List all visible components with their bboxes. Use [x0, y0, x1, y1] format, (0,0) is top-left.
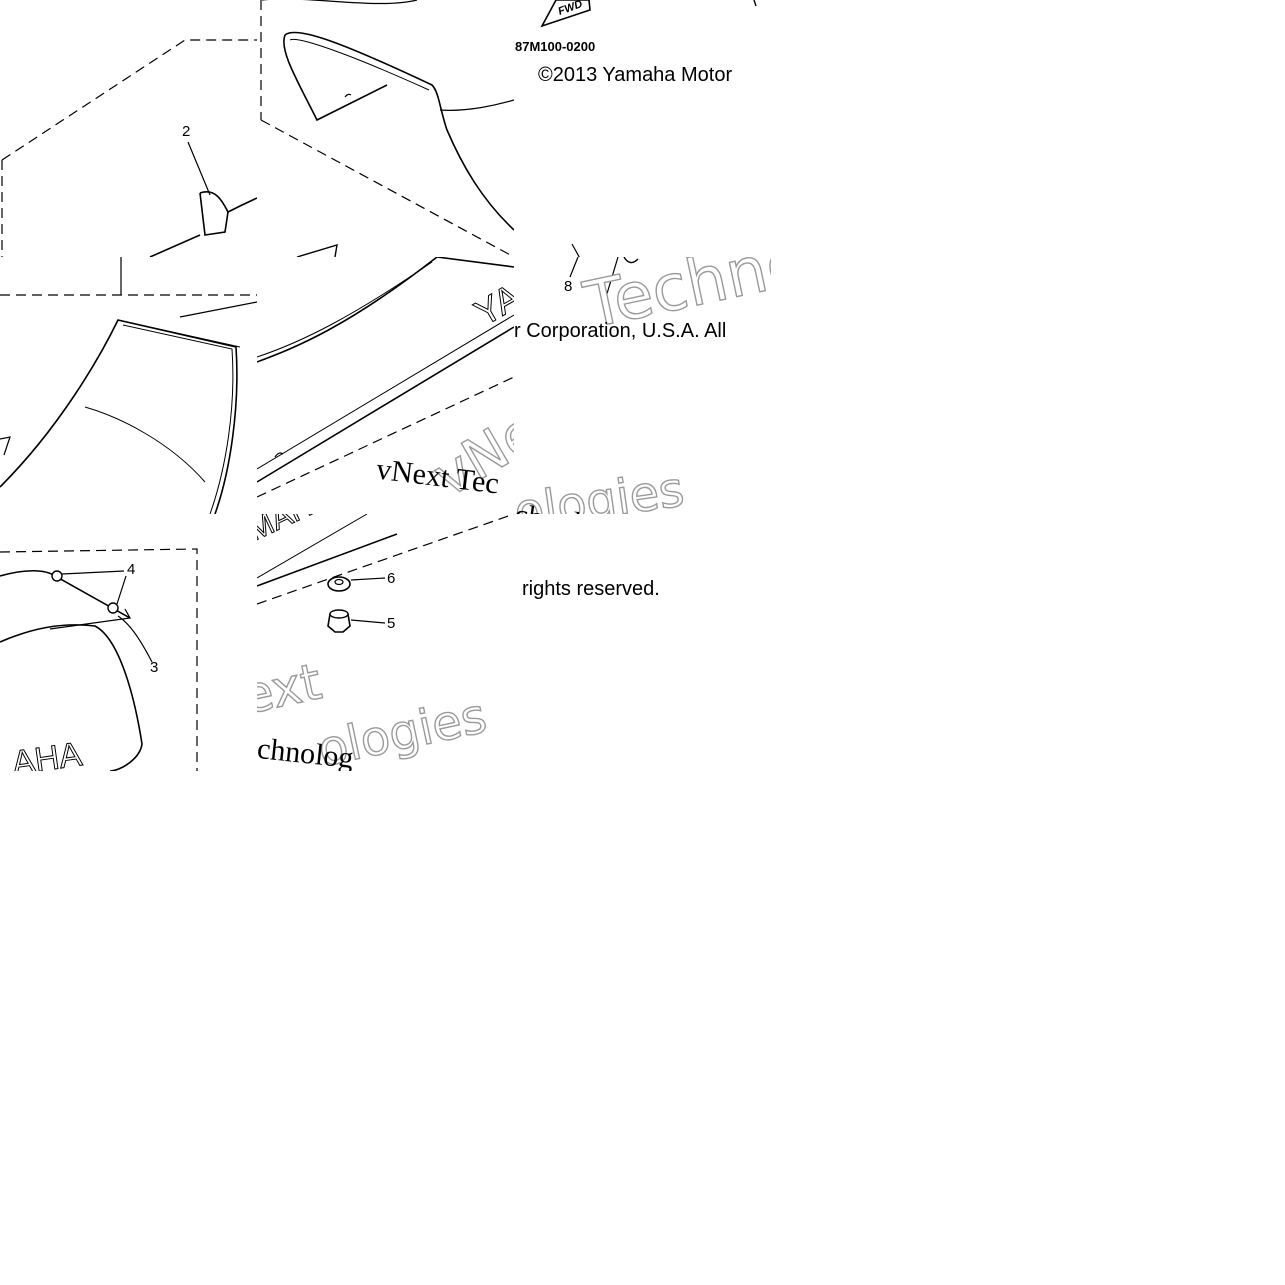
diagram-tile-r1c2: [257, 0, 514, 257]
copyright-line-3: rights reserved.: [522, 578, 660, 600]
fwd-arrow-drawing: [540, 0, 757, 257]
callout-5: 5: [387, 615, 396, 632]
seat-rear-drawing: [0, 548, 198, 771]
seat-side-drawing: [0, 257, 257, 514]
callout-2: 2: [182, 123, 191, 140]
callout-6: 6: [387, 570, 396, 587]
callout-3: 3: [150, 659, 159, 676]
diagram-tile-r3c3: rights reserved.: [514, 514, 771, 771]
diagram-tile-r3c2: MAH 6 5 ext ologies chnolog: [257, 514, 514, 771]
diagram-tile-r1c1: 2: [0, 0, 257, 257]
seat-outline-drawing: [1, 39, 257, 257]
copyright-line-2: r Corporation, U.S.A. All: [514, 320, 727, 342]
seat-cover-drawing: [260, 0, 514, 257]
callout-8: 8: [564, 278, 573, 295]
fastener-drawing: [257, 514, 514, 633]
drawing-code: 87M100-0200: [515, 39, 596, 54]
diagram-tile-r2c3: 8 7 Techno r Corporation, U.S.A. All olo…: [514, 257, 771, 514]
diagram-tile-r1c3: FWD 87M100-0200 ©2013 Yamaha Motor: [514, 0, 771, 257]
callout-7: 7: [600, 292, 609, 309]
copyright-line-1: ©2013 Yamaha Motor: [538, 64, 733, 86]
diagram-tile-r2c1: [0, 257, 257, 514]
seat-base-drawing: [257, 257, 514, 498]
callout-4: 4: [127, 561, 136, 578]
diagram-tile-r3c1: 4 3 AHA: [0, 514, 257, 771]
diagram-tile-r2c2: YA vNe: [257, 257, 514, 514]
brand-mark-aha: AHA: [9, 735, 85, 771]
screw-detail-drawing: [569, 257, 639, 298]
